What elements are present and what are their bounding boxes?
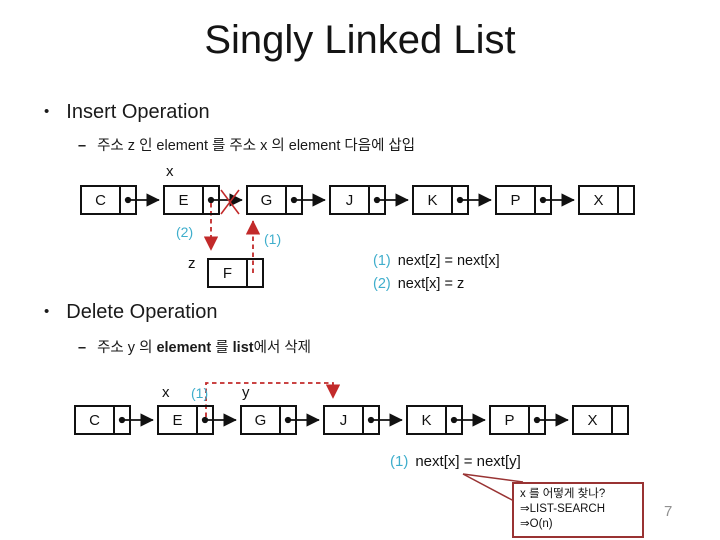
page-title: Singly Linked List: [204, 18, 516, 62]
node-value: C: [82, 187, 121, 213]
insert-equations: (1) next[z] = next[x] (2) next[x] = z: [373, 250, 500, 296]
node-value: K: [414, 187, 453, 213]
node-pointer-slot: [447, 407, 461, 433]
delete-heading: Delete Operation: [66, 301, 218, 323]
delete-node-J: J: [323, 405, 380, 435]
equation-text: next[x] = next[y]: [415, 453, 521, 470]
delete-bullet-text: 주소 y 의 element 를 list에서 삭제: [97, 340, 311, 356]
node-pointer-slot: [453, 187, 467, 213]
delete-x-pointer-label: x: [162, 384, 170, 401]
node-pointer-slot: [364, 407, 378, 433]
node-value: X: [574, 407, 613, 433]
node-value: C: [76, 407, 115, 433]
node-pointer-slot: [115, 407, 129, 433]
equation-number: (1): [390, 453, 409, 470]
node-pointer-slot: [619, 187, 633, 213]
equation-text: next[x] = z: [397, 276, 465, 292]
delete-node-P: P: [489, 405, 546, 435]
callout-line-1: x 를 어떻게 찾나?: [520, 488, 606, 500]
bullet-marker: •: [44, 303, 50, 320]
insert-node-C: C: [80, 185, 137, 215]
node-pointer-slot: [198, 407, 212, 433]
insert-list-links: [124, 193, 575, 207]
insert-z-pointer-label: z: [188, 255, 196, 272]
insert-heading-row: • Insert Operation: [44, 101, 210, 124]
equation-number: (1): [373, 253, 391, 269]
node-value: G: [248, 187, 287, 213]
node-value: E: [165, 187, 204, 213]
equation-text: next[z] = next[x]: [397, 253, 500, 269]
broken-link-x-mark: [220, 189, 240, 215]
node-value: P: [497, 187, 536, 213]
delete-list-links: [118, 413, 569, 427]
node-value: P: [491, 407, 530, 433]
insert-node-G: G: [246, 185, 303, 215]
node-pointer-slot: [204, 187, 218, 213]
delete-node-E: E: [157, 405, 214, 435]
insert-node-E: E: [163, 185, 220, 215]
node-value: J: [331, 187, 370, 213]
equation-number: (2): [373, 276, 391, 292]
delete-node-C: C: [74, 405, 131, 435]
insert-bullet-text: 주소 z 인 element 를 주소 x 의 element 다음에 삽입: [97, 138, 416, 154]
callout-note: x 를 어떻게 찾나? ⇒LIST-SEARCH ⇒O(n): [512, 482, 644, 538]
node-value: E: [159, 407, 198, 433]
insert-equation-2: (2) next[x] = z: [373, 273, 500, 296]
node-value: J: [325, 407, 364, 433]
node-value: F: [209, 260, 248, 286]
callout-line-3: ⇒O(n): [520, 518, 553, 530]
node-value: X: [580, 187, 619, 213]
delete-y-pointer-label: y: [242, 384, 250, 401]
node-pointer-slot: [536, 187, 550, 213]
node-pointer-slot: [248, 260, 262, 286]
node-pointer-slot: [530, 407, 544, 433]
insert-node-P: P: [495, 185, 552, 215]
node-pointer-slot: [281, 407, 295, 433]
insert-new-node-F: F: [207, 258, 264, 288]
delete-heading-row: • Delete Operation: [44, 301, 217, 324]
node-pointer-slot: [287, 187, 301, 213]
insert-node-K: K: [412, 185, 469, 215]
callout-pointer: [462, 473, 524, 502]
bullet-marker: •: [44, 103, 50, 120]
insert-bullet-row: – 주소 z 인 element 를 주소 x 의 element 다음에 삽입: [78, 134, 415, 155]
delete-bullet-row: – 주소 y 의 element 를 list에서 삭제: [78, 336, 311, 357]
insert-x-pointer-label: x: [166, 163, 174, 180]
dash-marker: –: [78, 138, 87, 154]
page-number: 7: [664, 503, 673, 520]
insert-heading: Insert Operation: [66, 101, 210, 123]
callout-line-2: ⇒LIST-SEARCH: [520, 503, 606, 515]
insert-node-X: X: [578, 185, 635, 215]
node-pointer-slot: [613, 407, 627, 433]
delete-node-G: G: [240, 405, 297, 435]
delete-step1-label: (1): [191, 385, 209, 401]
insert-step2-label: (2): [176, 224, 194, 240]
node-pointer-slot: [121, 187, 135, 213]
dash-marker: –: [78, 340, 87, 356]
delete-step1-dashed-arrow: [205, 382, 341, 417]
insert-equation-1: (1) next[z] = next[x]: [373, 250, 500, 273]
delete-equation-1: (1) next[x] = next[y]: [390, 453, 521, 470]
insert-node-J: J: [329, 185, 386, 215]
node-pointer-slot: [370, 187, 384, 213]
insert-step1-label: (1): [264, 231, 282, 247]
delete-node-K: K: [406, 405, 463, 435]
delete-node-X: X: [572, 405, 629, 435]
node-value: G: [242, 407, 281, 433]
node-value: K: [408, 407, 447, 433]
